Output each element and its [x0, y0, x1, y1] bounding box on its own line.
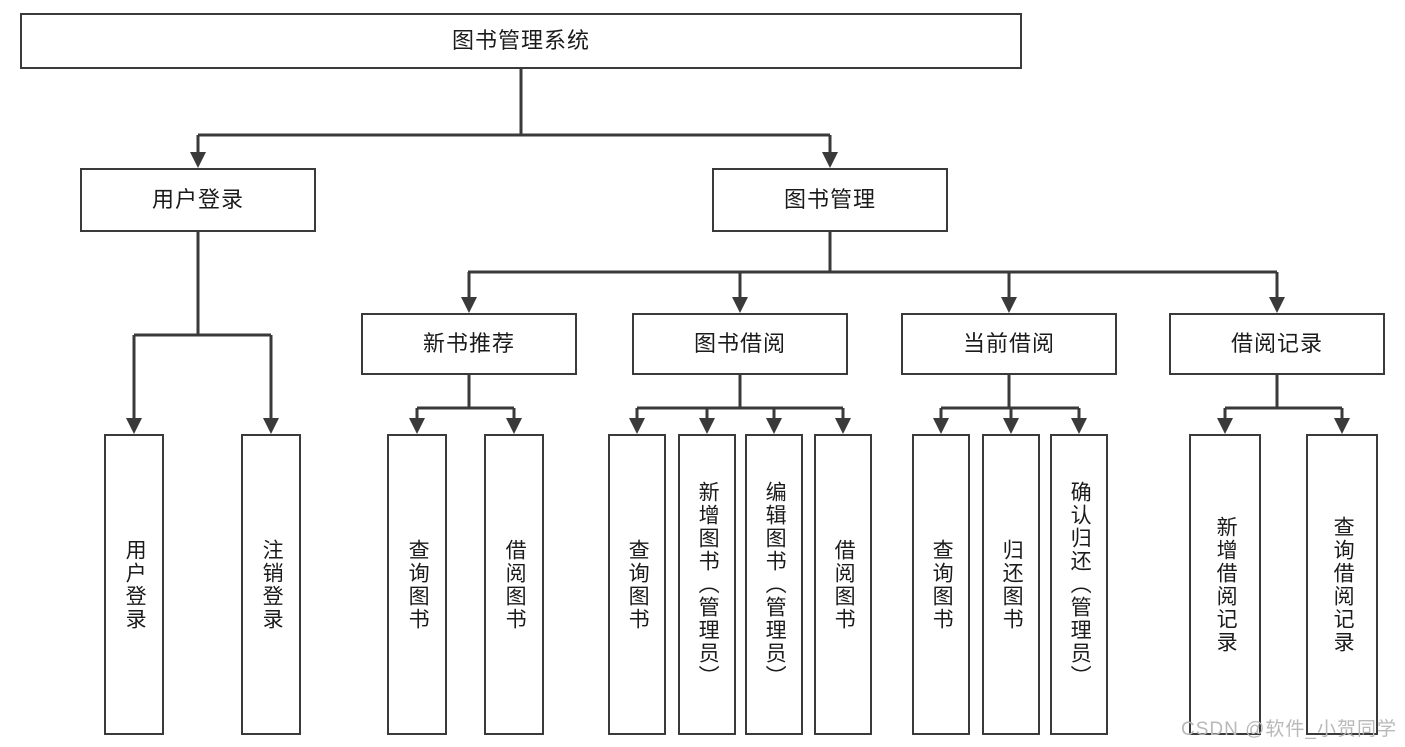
root-node-box[interactable]: 图书管理系统 — [20, 13, 1022, 69]
leaf-node-box[interactable]: 归还图书 — [982, 434, 1040, 735]
leaf-node-label: 编辑图书（管理员） — [763, 481, 787, 688]
watermark-text: CSDN @软件_小贺同学 — [1181, 719, 1397, 740]
leaf-node-box[interactable]: 编辑图书（管理员） — [745, 434, 803, 735]
leaf-node-box[interactable]: 借阅图书 — [814, 434, 872, 735]
leaf-node-box[interactable]: 借阅图书 — [484, 434, 544, 735]
leaf-node-box[interactable]: 新增借阅记录 — [1189, 434, 1261, 735]
leaf-node-label: 确认归还（管理员） — [1068, 481, 1092, 688]
leaf-node-box[interactable]: 查询借阅记录 — [1306, 434, 1378, 735]
leaf-node-label: 查询借阅记录 — [1331, 515, 1355, 654]
leaf-node-label: 用户登录 — [123, 538, 147, 631]
leaf-node-label: 新增图书（管理员） — [696, 481, 720, 688]
level2-node-label: 图书管理 — [783, 186, 876, 212]
root-node-label: 图书管理系统 — [451, 27, 590, 53]
leaf-node-box[interactable]: 查询图书 — [912, 434, 970, 735]
level3-node-box[interactable]: 图书借阅 — [632, 313, 848, 375]
leaf-node-label: 查询图书 — [406, 538, 430, 631]
leaf-node-label: 借阅图书 — [832, 538, 856, 631]
level3-node-label: 当前借阅 — [962, 330, 1055, 356]
leaf-node-label: 查询图书 — [930, 538, 954, 631]
leaf-node-label: 归还图书 — [1000, 538, 1024, 631]
level3-node-box[interactable]: 借阅记录 — [1169, 313, 1385, 375]
level3-node-box[interactable]: 新书推荐 — [361, 313, 577, 375]
level3-node-label: 新书推荐 — [422, 330, 515, 356]
level3-node-label: 借阅记录 — [1230, 330, 1323, 356]
leaf-node-box[interactable]: 查询图书 — [608, 434, 666, 735]
leaf-node-box[interactable]: 确认归还（管理员） — [1050, 434, 1108, 735]
leaf-node-label: 查询图书 — [626, 538, 650, 631]
leaf-node-box[interactable]: 查询图书 — [387, 434, 447, 735]
level2-node-box[interactable]: 图书管理 — [712, 168, 948, 232]
leaf-node-box[interactable]: 用户登录 — [104, 434, 164, 735]
level2-node-label: 用户登录 — [151, 186, 244, 212]
leaf-node-label: 借阅图书 — [503, 538, 527, 631]
leaf-node-label: 新增借阅记录 — [1214, 515, 1238, 654]
leaf-node-label: 注销登录 — [260, 538, 284, 631]
level2-node-box[interactable]: 用户登录 — [80, 168, 316, 232]
leaf-node-box[interactable]: 新增图书（管理员） — [678, 434, 736, 735]
level3-node-box[interactable]: 当前借阅 — [901, 313, 1117, 375]
level3-node-label: 图书借阅 — [693, 330, 786, 356]
leaf-node-box[interactable]: 注销登录 — [241, 434, 301, 735]
